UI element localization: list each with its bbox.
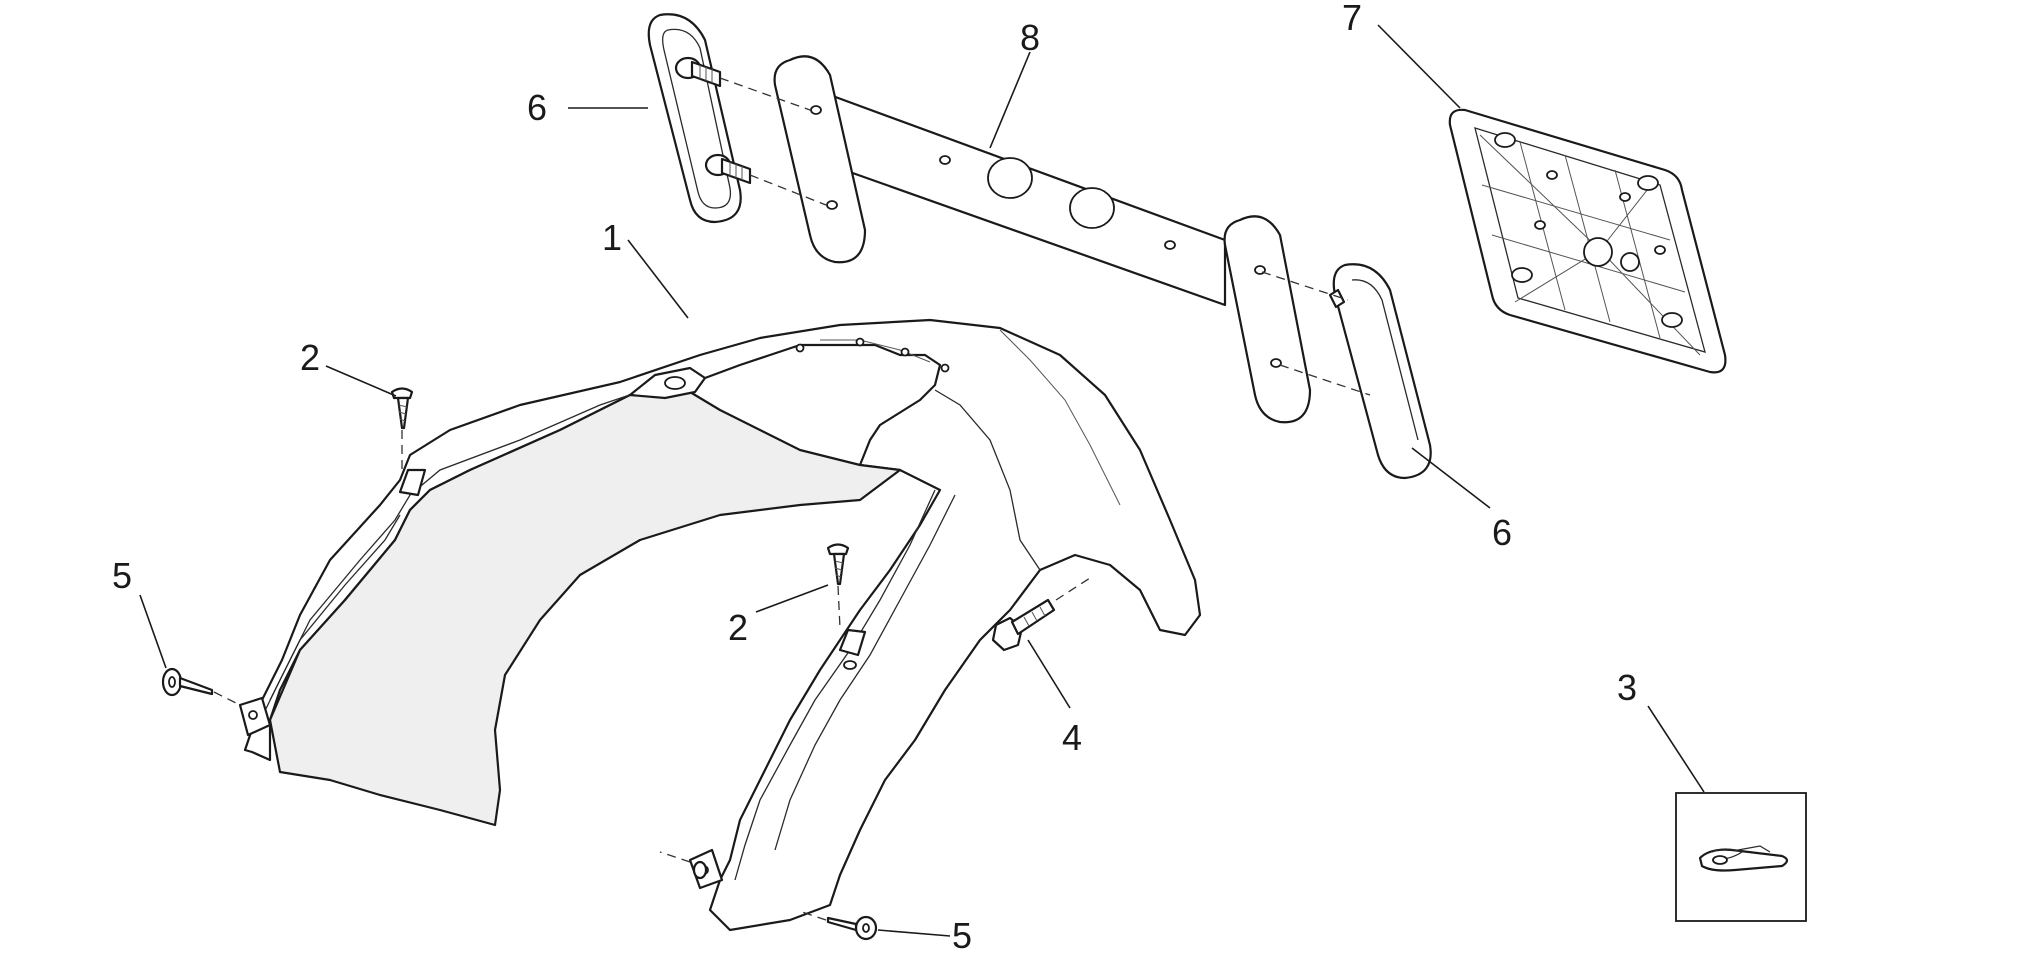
callout-7: 7 — [1342, 0, 1362, 38]
callout-numbers: 1 2 2 3 4 5 5 6 6 7 8 — [112, 0, 1637, 953]
callout-3: 3 — [1617, 667, 1637, 708]
part-washer-left — [161, 667, 241, 706]
part-plate-bracket — [773, 55, 1312, 424]
part-right-spacer — [1328, 263, 1432, 480]
callout-4: 4 — [1062, 717, 1082, 758]
leader-2b — [755, 584, 829, 613]
part-left-spacer — [647, 13, 752, 224]
leader-7 — [1377, 24, 1461, 109]
part-plate-holder — [1448, 108, 1727, 374]
part-front-fender — [238, 318, 1202, 932]
callout-5-left: 5 — [112, 555, 132, 596]
leader-lines — [139, 24, 1705, 937]
part-screw-upper-left — [390, 387, 414, 470]
leader-5b — [877, 929, 951, 937]
part-bolt — [991, 577, 1091, 652]
callout-8: 8 — [1020, 17, 1040, 58]
callout-2-center: 2 — [728, 607, 748, 648]
leader-2a — [325, 365, 397, 397]
callout-2-upper: 2 — [300, 337, 320, 378]
callout-1: 1 — [602, 217, 622, 258]
callout-6-left: 6 — [527, 87, 547, 128]
leader-6b — [1411, 447, 1491, 509]
part-washer-bottom — [801, 911, 878, 941]
part-clip-inset — [1675, 792, 1807, 922]
leader-3 — [1647, 705, 1705, 793]
part-washer-bottom-alignment — [659, 851, 708, 880]
alignment-lines-bracket — [719, 77, 1371, 396]
part-screw-center — [826, 543, 850, 629]
callout-5-bottom: 5 — [952, 915, 972, 953]
clip-icon — [1698, 845, 1789, 872]
leader-5a — [139, 594, 167, 669]
leader-4 — [1027, 639, 1071, 709]
leader-1 — [627, 239, 689, 319]
leader-8 — [989, 51, 1031, 149]
callout-6-right: 6 — [1492, 512, 1512, 553]
